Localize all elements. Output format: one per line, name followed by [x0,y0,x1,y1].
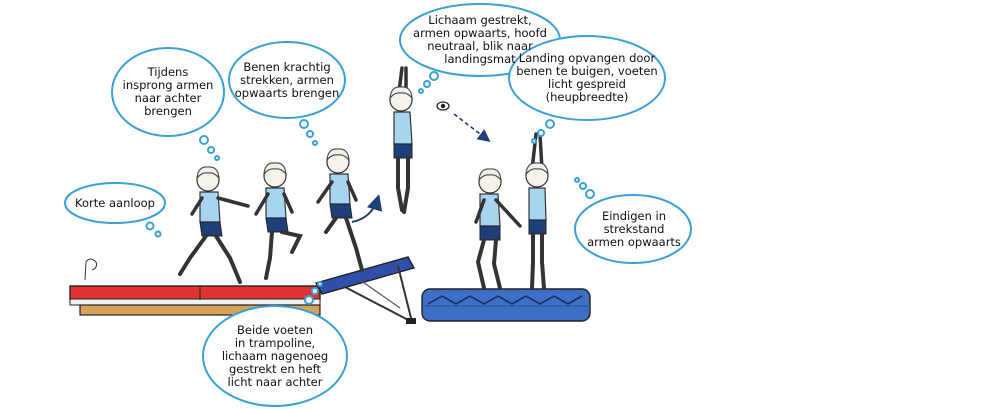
dashed-arrow-icon [453,113,491,142]
bubble-shape-eindigen [574,194,692,264]
bubble-korte-aanloop: Korte aanloop [68,190,162,216]
bubble-text: Tijdens insprong armen naar achter breng… [122,65,214,118]
bubble-shape-korte-aanloop [64,182,166,224]
gymnast-landing [474,168,522,290]
gymnast-airborne [389,66,413,214]
run-up-bench [69,285,321,316]
bubble-shape-tijdens [111,47,225,137]
bubble-text: Beide voeten in trampoline, lichaam nage… [221,322,329,389]
bubble-text: Landing opvangen door benen te buigen, v… [516,51,658,104]
bubble-text: Lichaam gestrekt, armen opwaarts, hoofd … [413,13,547,66]
bubble-lichaam-gestrekt: Lichaam gestrekt, armen opwaarts, hoofd … [406,10,554,70]
bubble-shape-landing [508,35,666,121]
gymnast-takeoff [316,148,364,272]
curved-arrow-icon [351,194,383,223]
bubble-tijdens-insprong: Tijdens insprong armen naar achter breng… [118,62,218,122]
bubble-eindigen: Eindigen in strekstand armen opwaarts [582,206,686,252]
gymnast-hurdle [254,162,303,280]
landing-mat [421,288,591,322]
gymnast-run [178,166,250,284]
bubble-benen-krachtig: Benen krachtig strekken, armen opwaarts … [234,56,340,104]
eye-icon [436,101,450,111]
mini-trampoline [314,256,416,324]
bubble-text: Benen krachtig strekken, armen opwaarts … [234,59,340,100]
signature-mark [84,258,97,281]
bubble-shape-benen [228,41,346,119]
bubble-beide-voeten: Beide voeten in trampoline, lichaam nage… [208,318,342,394]
bubble-shape-beide [202,305,348,407]
gymnast-final-stand [525,132,549,290]
bubble-text: Korte aanloop [75,195,155,210]
bubble-landing-opvangen: Landing opvangen door benen te buigen, v… [514,44,660,112]
bubble-text: Eindigen in strekstand armen opwaarts [587,208,681,249]
